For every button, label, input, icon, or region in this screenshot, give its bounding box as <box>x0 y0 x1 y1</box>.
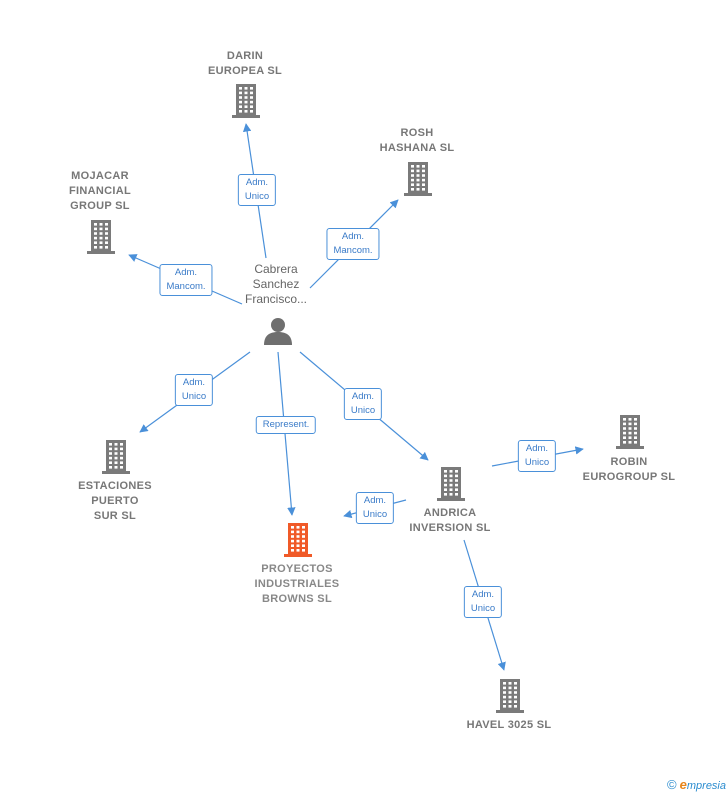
relation-label[interactable]: Adm. Unico <box>463 586 503 618</box>
relation-label[interactable]: Represent. <box>255 416 317 434</box>
building-icon[interactable] <box>87 220 115 259</box>
relation-label[interactable]: Adm. Unico <box>174 374 214 406</box>
relation-label[interactable]: Adm. Unico <box>517 440 557 472</box>
brand-footer: ©empresia <box>667 777 726 792</box>
person-name[interactable]: Cabrera Sanchez Francisco... <box>244 262 308 306</box>
company-label-estaciones[interactable]: ESTACIONES PUERTO SUR SL <box>78 480 152 522</box>
building-icon[interactable] <box>284 523 312 562</box>
brand-logo-text: mpresia <box>686 780 726 792</box>
company-label-robin[interactable]: ROBIN EUROGROUP SL <box>582 456 676 483</box>
relation-label[interactable]: Adm. Mancom. <box>159 264 213 296</box>
company-label-darin[interactable]: DARIN EUROPEA SL <box>207 50 283 77</box>
company-label-proyectos[interactable]: PROYECTOS INDUSTRIALES BROWNS SL <box>254 563 340 605</box>
relation-label[interactable]: Adm. Unico <box>355 492 395 524</box>
company-label-havel[interactable]: HAVEL 3025 SL <box>466 719 552 731</box>
building-icon[interactable] <box>616 415 644 454</box>
building-icon[interactable] <box>496 679 524 718</box>
building-icon[interactable] <box>437 467 465 506</box>
copyright-icon: © <box>667 777 677 792</box>
brand-logo-initial: e <box>679 777 687 792</box>
building-icon[interactable] <box>404 162 432 201</box>
company-label-andrica[interactable]: ANDRICA INVERSION SL <box>409 507 491 534</box>
relation-label[interactable]: Adm. Unico <box>237 174 277 206</box>
building-icon[interactable] <box>232 84 260 123</box>
person-icon[interactable] <box>262 316 294 346</box>
building-icon[interactable] <box>102 440 130 479</box>
company-label-rosh[interactable]: ROSH HASHANA SL <box>379 127 455 154</box>
relation-label[interactable]: Adm. Unico <box>343 388 383 420</box>
company-label-mojacar[interactable]: MOJACAR FINANCIAL GROUP SL <box>69 170 131 212</box>
relation-label[interactable]: Adm. Mancom. <box>326 228 380 260</box>
